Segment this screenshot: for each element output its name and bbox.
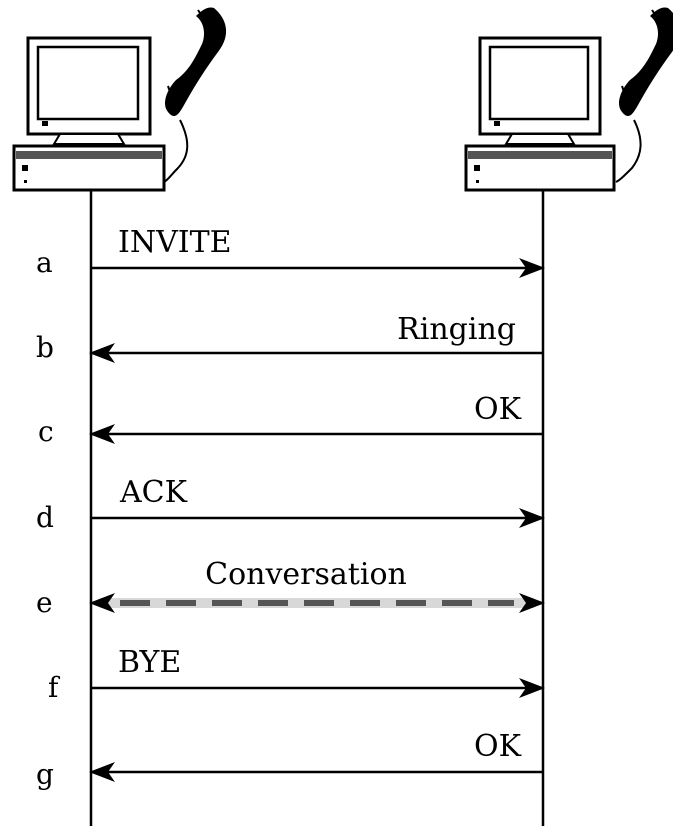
message-f: f BYE (48, 645, 545, 704)
message-b: b Ringing (36, 312, 543, 364)
step-label: e (36, 586, 53, 619)
message-label: Ringing (397, 312, 516, 347)
caller-computer-icon (12, 36, 166, 192)
message-label: Conversation (205, 557, 407, 592)
message-label: OK (474, 392, 522, 427)
message-label: OK (474, 729, 522, 764)
message-label: BYE (118, 645, 181, 680)
message-a: a INVITE (36, 225, 545, 279)
step-label: f (48, 671, 61, 704)
message-e: e Conversation (36, 557, 545, 619)
step-label: d (36, 501, 54, 534)
message-label: INVITE (118, 225, 232, 260)
message-label: ACK (119, 475, 188, 510)
step-label: g (36, 758, 54, 791)
caller-telephone-handset-icon (163, 7, 227, 183)
step-label: a (36, 246, 53, 279)
step-label: b (36, 331, 54, 364)
step-label: c (38, 415, 54, 448)
callee-computer-icon (464, 36, 616, 192)
message-d: d ACK (36, 475, 545, 534)
message-c: c OK (38, 392, 543, 448)
callee-telephone-handset-icon (615, 7, 673, 183)
message-g: g OK (36, 729, 543, 791)
